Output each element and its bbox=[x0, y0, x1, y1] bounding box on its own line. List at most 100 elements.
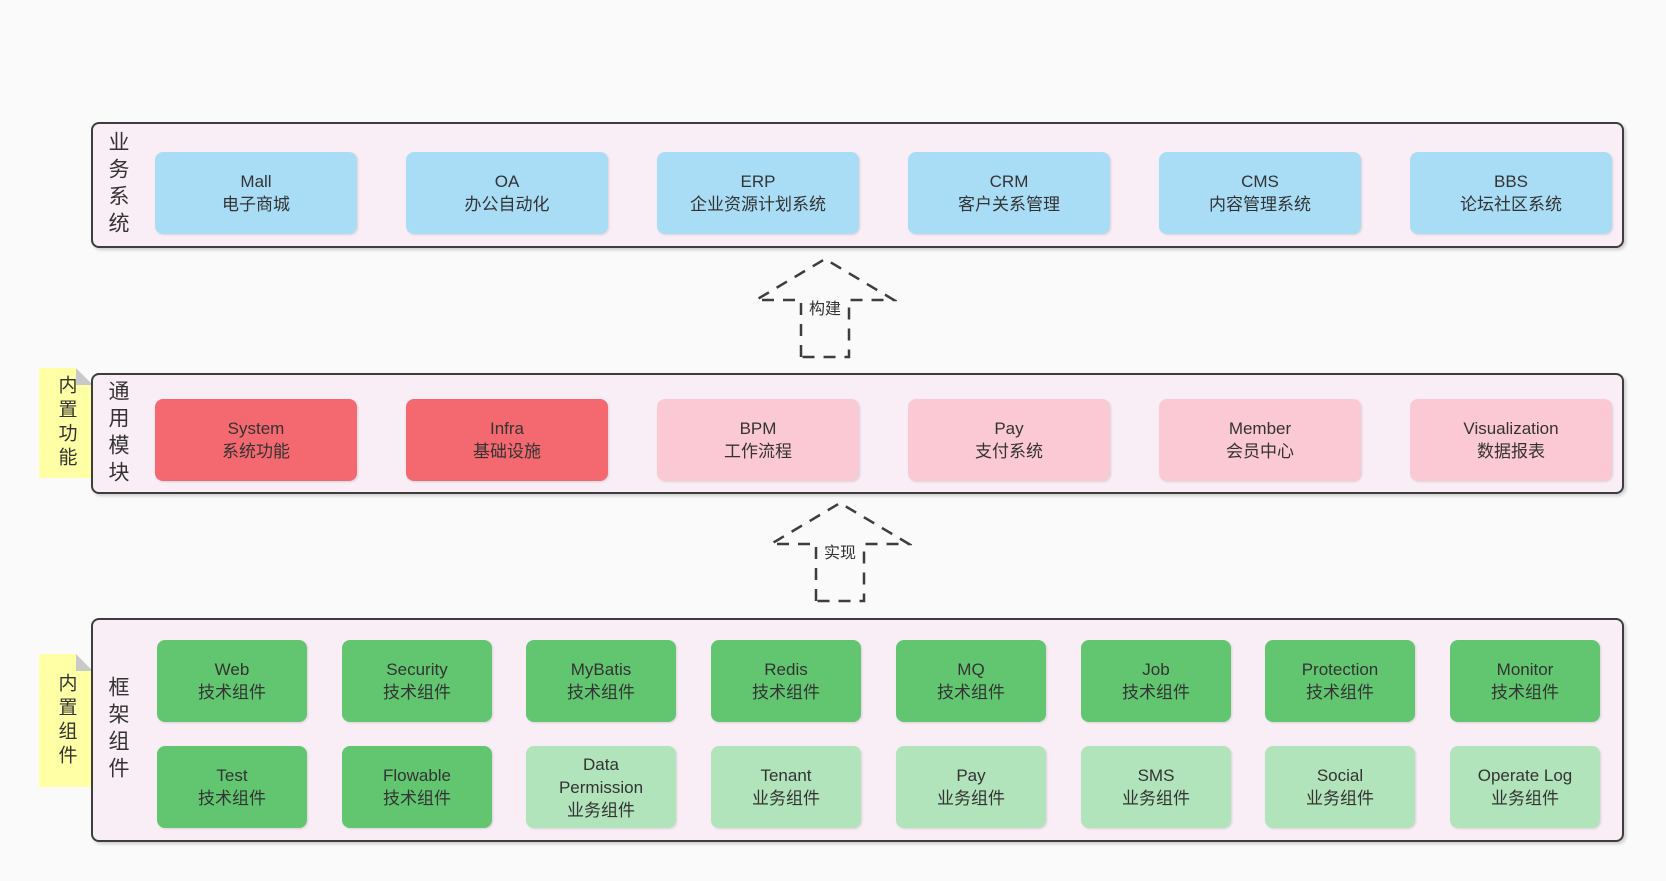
box-desc: 业务组件 bbox=[1491, 789, 1559, 808]
box-name: Protection bbox=[1301, 660, 1379, 679]
box-bpm: BPM 工作流程 bbox=[657, 399, 859, 481]
box-name: Pay bbox=[956, 766, 986, 785]
builtin-components-tag: 内置组件 bbox=[39, 654, 93, 787]
box-desc: 业务组件 bbox=[752, 789, 820, 808]
box-operate-log: Operate Log 业务组件 bbox=[1450, 746, 1600, 828]
box-social: Social 业务组件 bbox=[1265, 746, 1415, 828]
box-name: Web bbox=[214, 660, 250, 679]
business-systems-section: 业务系统 Mall 电子商城 OA 办公自动化 ERP 企业资源计划系统 CRM… bbox=[91, 122, 1624, 248]
box-system: System 系统功能 bbox=[155, 399, 357, 481]
box-name: Flowable bbox=[382, 766, 452, 785]
box-desc: 电子商城 bbox=[222, 195, 290, 214]
box-name: Visualization bbox=[1463, 419, 1559, 438]
box-desc: 基础设施 bbox=[473, 442, 541, 461]
box-name: Test bbox=[216, 766, 248, 785]
box-name: Operate Log bbox=[1477, 766, 1573, 785]
box-name: Redis bbox=[764, 660, 808, 679]
box-name: Data Permission bbox=[558, 754, 644, 797]
box-infra: Infra 基础设施 bbox=[406, 399, 608, 481]
box-desc: 技术组件 bbox=[1306, 683, 1374, 702]
box-data-permission: Data Permission 业务组件 bbox=[526, 746, 676, 828]
box-pay-business: Pay 业务组件 bbox=[896, 746, 1046, 828]
box-security: Security 技术组件 bbox=[342, 640, 492, 722]
box-name: BPM bbox=[739, 419, 777, 438]
box-desc: 技术组件 bbox=[383, 683, 451, 702]
box-name: SMS bbox=[1137, 766, 1175, 785]
section-label: 通用模块 bbox=[106, 379, 129, 488]
box-oa: OA 办公自动化 bbox=[406, 152, 608, 234]
box-name: Tenant bbox=[760, 766, 812, 785]
box-desc: 技术组件 bbox=[567, 683, 635, 702]
box-name: System bbox=[227, 419, 285, 438]
box-mybatis: MyBatis 技术组件 bbox=[526, 640, 676, 722]
arrow-label: 构建 bbox=[805, 294, 845, 320]
common-modules-section: 通用模块 System 系统功能 Infra 基础设施 BPM 工作流程 Pay… bbox=[91, 373, 1624, 494]
box-cms: CMS 内容管理系统 bbox=[1159, 152, 1361, 234]
box-desc: 技术组件 bbox=[383, 789, 451, 808]
box-name: Pay bbox=[994, 419, 1024, 438]
box-desc: 工作流程 bbox=[724, 442, 792, 461]
box-redis: Redis 技术组件 bbox=[711, 640, 861, 722]
box-name: OA bbox=[494, 172, 520, 191]
tag-label: 内置功能 bbox=[55, 375, 77, 471]
build-arrow: 构建 bbox=[753, 256, 897, 360]
box-desc: 企业资源计划系统 bbox=[690, 195, 826, 214]
box-mall: Mall 电子商城 bbox=[155, 152, 357, 234]
box-desc: 数据报表 bbox=[1477, 442, 1545, 461]
box-name: ERP bbox=[740, 172, 776, 191]
box-web: Web 技术组件 bbox=[157, 640, 307, 722]
up-arrow-icon bbox=[753, 257, 897, 359]
box-desc: 客户关系管理 bbox=[958, 195, 1060, 214]
box-name: Infra bbox=[489, 419, 525, 438]
tag-label: 内置组件 bbox=[55, 672, 77, 769]
section-label: 框架组件 bbox=[106, 676, 129, 784]
box-job: Job 技术组件 bbox=[1081, 640, 1231, 722]
box-desc: 技术组件 bbox=[1122, 683, 1190, 702]
section-label: 业务系统 bbox=[106, 131, 129, 239]
box-name: CRM bbox=[989, 172, 1029, 191]
box-sms: SMS 业务组件 bbox=[1081, 746, 1231, 828]
box-name: MQ bbox=[957, 660, 985, 679]
box-name: BBS bbox=[1493, 172, 1529, 191]
box-crm: CRM 客户关系管理 bbox=[908, 152, 1110, 234]
box-name: Job bbox=[1142, 660, 1170, 679]
implement-arrow: 实现 bbox=[768, 500, 912, 604]
box-flowable: Flowable 技术组件 bbox=[342, 746, 492, 828]
box-name: Social bbox=[1316, 766, 1364, 785]
box-pay: Pay 支付系统 bbox=[908, 399, 1110, 481]
arrow-label: 实现 bbox=[820, 538, 860, 564]
box-desc: 技术组件 bbox=[937, 683, 1005, 702]
box-desc: 技术组件 bbox=[752, 683, 820, 702]
box-monitor: Monitor 技术组件 bbox=[1450, 640, 1600, 722]
box-desc: 会员中心 bbox=[1226, 442, 1294, 461]
box-name: Security bbox=[386, 660, 448, 679]
box-name: CMS bbox=[1241, 172, 1279, 191]
box-protection: Protection 技术组件 bbox=[1265, 640, 1415, 722]
box-name: Member bbox=[1228, 419, 1292, 438]
box-desc: 业务组件 bbox=[1122, 789, 1190, 808]
box-desc: 业务组件 bbox=[937, 789, 1005, 808]
box-desc: 业务组件 bbox=[1306, 789, 1374, 808]
box-visualization: Visualization 数据报表 bbox=[1410, 399, 1612, 481]
builtin-functions-tag: 内置功能 bbox=[39, 368, 93, 478]
box-desc: 办公自动化 bbox=[464, 195, 550, 214]
up-arrow-icon bbox=[768, 501, 912, 603]
box-desc: 论坛社区系统 bbox=[1460, 195, 1562, 214]
box-tenant: Tenant 业务组件 bbox=[711, 746, 861, 828]
box-desc: 技术组件 bbox=[198, 789, 266, 808]
box-desc: 系统功能 bbox=[222, 442, 290, 461]
box-name: Monitor bbox=[1496, 660, 1554, 679]
framework-components-section: 框架组件 Web 技术组件 Security 技术组件 MyBatis 技术组件… bbox=[91, 618, 1624, 842]
box-desc: 内容管理系统 bbox=[1209, 195, 1311, 214]
box-name: Mall bbox=[240, 172, 272, 191]
box-bbs: BBS 论坛社区系统 bbox=[1410, 152, 1612, 234]
box-desc: 技术组件 bbox=[198, 683, 266, 702]
box-mq: MQ 技术组件 bbox=[896, 640, 1046, 722]
box-test: Test 技术组件 bbox=[157, 746, 307, 828]
box-desc: 技术组件 bbox=[1491, 683, 1559, 702]
box-name: MyBatis bbox=[570, 660, 632, 679]
box-desc: 业务组件 bbox=[567, 800, 635, 820]
box-desc: 支付系统 bbox=[975, 442, 1043, 461]
box-erp: ERP 企业资源计划系统 bbox=[657, 152, 859, 234]
